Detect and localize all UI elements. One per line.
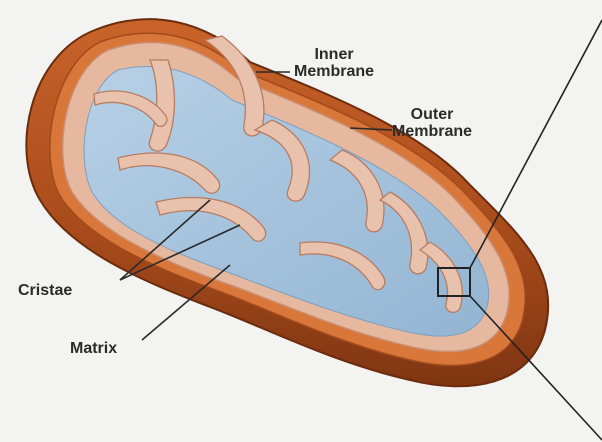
cristae-folds bbox=[93, 35, 463, 314]
matrix-region bbox=[83, 66, 490, 337]
zoom-box bbox=[437, 267, 471, 297]
matrix-label: Matrix bbox=[70, 340, 118, 357]
zoom-ray-bottom bbox=[469, 295, 602, 441]
outer-membrane-label: Outer Membrane bbox=[392, 106, 473, 140]
leader-lines bbox=[119, 71, 393, 341]
cristae-label: Cristae bbox=[18, 282, 73, 299]
zoom-ray-top bbox=[469, 19, 602, 269]
inner-membrane-label: Inner Membrane bbox=[294, 46, 375, 80]
